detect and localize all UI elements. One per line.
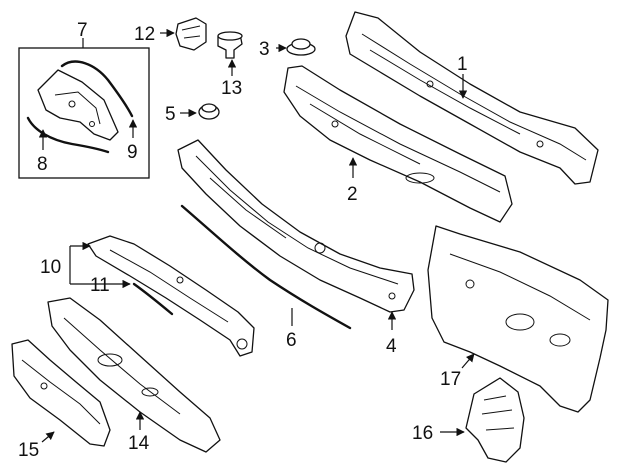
callout-12: 12 bbox=[134, 24, 155, 45]
callout-7: 7 bbox=[77, 20, 88, 41]
callout-14: 14 bbox=[128, 433, 150, 454]
inset-box-7 bbox=[18, 47, 150, 179]
callout-17: 17 bbox=[440, 369, 461, 390]
part-11-seal[interactable] bbox=[132, 282, 174, 316]
part-8-seal[interactable] bbox=[26, 116, 110, 154]
part-14-dash-panel[interactable] bbox=[47, 297, 221, 453]
callout-1: 1 bbox=[457, 54, 468, 75]
part-15-insulator[interactable] bbox=[11, 339, 111, 447]
leader-17 bbox=[461, 353, 475, 369]
leader-15 bbox=[41, 431, 55, 443]
callout-4: 4 bbox=[386, 336, 397, 357]
part-9-seal[interactable] bbox=[60, 60, 134, 118]
callout-3: 3 bbox=[259, 39, 270, 60]
callout-11: 11 bbox=[90, 275, 110, 296]
part-16-insulator[interactable] bbox=[465, 377, 525, 463]
part-17-silencer[interactable] bbox=[427, 225, 609, 413]
callout-10: 10 bbox=[40, 257, 61, 278]
part-7-bracket[interactable] bbox=[37, 69, 119, 141]
part-2-cowl-panel[interactable] bbox=[283, 65, 513, 223]
callout-9: 9 bbox=[127, 142, 138, 163]
part-5-clip[interactable] bbox=[198, 103, 220, 120]
callout-2: 2 bbox=[347, 184, 358, 205]
callout-13: 13 bbox=[221, 78, 242, 99]
callout-16: 16 bbox=[412, 423, 433, 444]
part-6-weatherstrip[interactable] bbox=[180, 204, 352, 330]
callout-5: 5 bbox=[165, 104, 176, 125]
part-1-upper-panel[interactable] bbox=[345, 11, 599, 185]
callout-15: 15 bbox=[18, 440, 39, 461]
part-4-cowl-grille[interactable] bbox=[177, 139, 415, 313]
part-12-bracket[interactable] bbox=[175, 17, 207, 51]
callout-8: 8 bbox=[37, 154, 48, 175]
callout-6: 6 bbox=[286, 330, 297, 351]
part-10-reinforcement[interactable] bbox=[87, 235, 255, 357]
part-3-grommet[interactable] bbox=[286, 38, 316, 56]
part-13-clip[interactable] bbox=[217, 31, 243, 59]
